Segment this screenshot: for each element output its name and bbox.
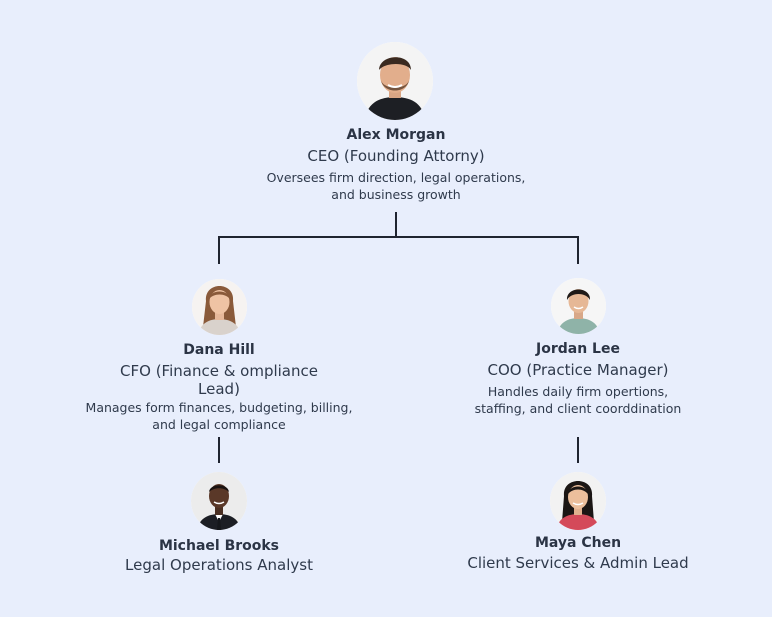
analyst-name: Michael Brooks xyxy=(158,538,280,554)
connector-horizontal xyxy=(218,236,579,238)
coo-role: COO (Practice Manager) xyxy=(487,361,669,379)
coo-description-line-1: Handles daily firm opertions, xyxy=(487,384,669,399)
coo-description: Handles daily firm opertions, staffing, … xyxy=(432,383,724,417)
analyst-role: Legal Operations Analyst xyxy=(125,556,313,574)
coo-name: Jordan Lee xyxy=(536,341,620,357)
cfo-avatar xyxy=(192,279,247,335)
cfo-role: CFO (Finance & ompliance Lead) xyxy=(58,362,380,398)
ceo-role: CEO (Founding Attorny) xyxy=(307,147,485,165)
coo-description-line-2: staffing, and client coorddination xyxy=(474,401,682,416)
connector-to-cfo xyxy=(218,236,220,264)
cfo-card: Dana Hill CFO (Finance & ompliance Lead)… xyxy=(58,341,380,433)
connector-coo-to-client-lead xyxy=(577,437,579,463)
cfo-description-line-2: and legal compliance xyxy=(152,417,286,432)
cfo-description: Manages form finances, budgeting, billin… xyxy=(58,399,380,433)
person-portrait-icon xyxy=(551,278,606,334)
coo-avatar xyxy=(551,278,606,334)
client-lead-name: Maya Chen xyxy=(534,535,622,551)
ceo-description: Oversees firm direction, legal operation… xyxy=(236,169,556,203)
connector-to-coo xyxy=(577,236,579,264)
cfo-role-line-2: Lead) xyxy=(198,380,240,398)
ceo-name: Alex Morgan xyxy=(346,127,446,143)
client-lead-card: Maya Chen Client Services & Admin Lead xyxy=(440,534,716,572)
cfo-name: Dana Hill xyxy=(183,342,255,358)
analyst-card: Michael Brooks Legal Operations Analyst xyxy=(89,537,349,574)
client-lead-role: Client Services & Admin Lead xyxy=(467,554,689,572)
connector-ceo-down xyxy=(395,212,397,238)
person-portrait-icon xyxy=(191,472,247,530)
connector-cfo-to-analyst xyxy=(218,437,220,463)
ceo-description-line-2: and business growth xyxy=(331,187,461,202)
ceo-card: Alex Morgan CEO (Founding Attorny) Overs… xyxy=(236,126,556,203)
cfo-description-line-1: Manages form finances, budgeting, billin… xyxy=(85,400,353,415)
ceo-avatar xyxy=(357,42,433,120)
person-portrait-icon xyxy=(192,279,247,335)
cfo-role-line-1: CFO (Finance & ompliance xyxy=(120,362,318,380)
person-portrait-icon xyxy=(357,42,433,120)
analyst-avatar xyxy=(191,472,247,530)
coo-card: Jordan Lee COO (Practice Manager) Handle… xyxy=(432,340,724,417)
client-lead-avatar xyxy=(550,472,606,530)
ceo-description-line-1: Oversees firm direction, legal operation… xyxy=(266,170,526,185)
person-portrait-icon xyxy=(550,472,606,530)
